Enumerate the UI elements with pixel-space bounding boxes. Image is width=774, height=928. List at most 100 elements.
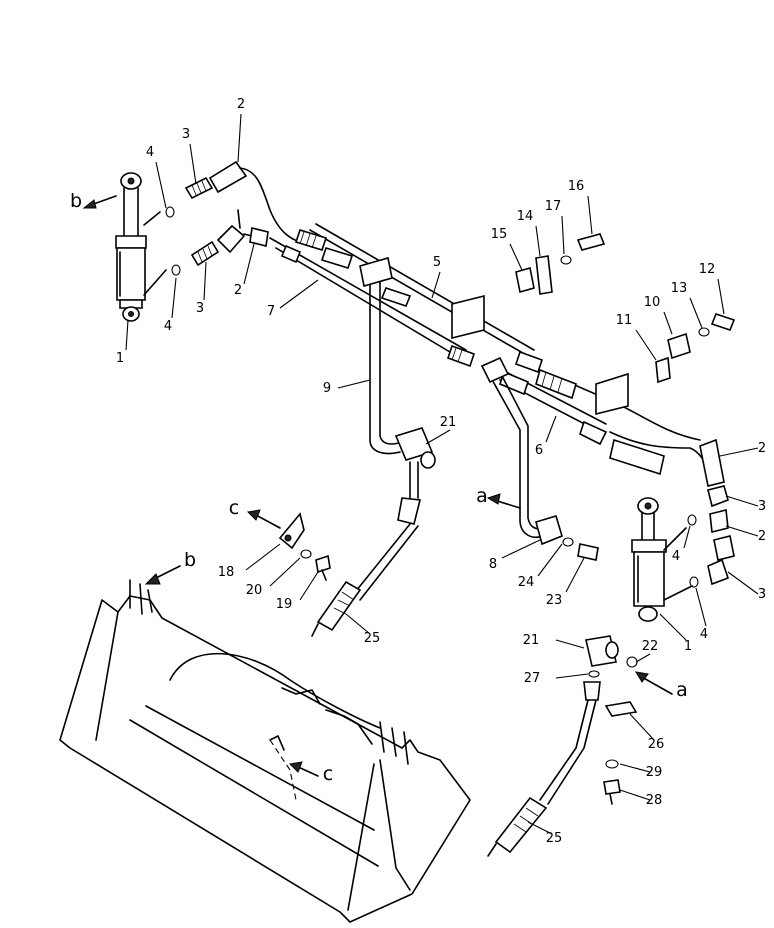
- callout-11: 11: [616, 313, 633, 328]
- callout-8: 8: [489, 557, 497, 572]
- bucket: [59, 579, 471, 923]
- leader-line-26: [629, 713, 655, 741]
- callout-13: 13: [671, 281, 688, 296]
- leader-line-4: [695, 587, 707, 627]
- block-21-lower: [585, 635, 619, 667]
- callout-22: 22: [642, 639, 659, 654]
- bracket-18: [278, 512, 305, 550]
- o-ring-22: [626, 656, 638, 668]
- callout-3: 3: [758, 499, 766, 514]
- leader-line-5: [431, 271, 441, 299]
- leader-line-25: [527, 821, 553, 835]
- arrow-c-lower: [288, 761, 319, 777]
- tube-5: [294, 223, 544, 374]
- leader-line-29: [619, 763, 651, 773]
- leader-line-2: [243, 243, 255, 285]
- leader-line-27: [555, 673, 589, 679]
- clamp-plate-right: [595, 372, 629, 416]
- leader-line-19: [299, 571, 319, 601]
- callout-6: 6: [535, 443, 543, 458]
- leader-line-21: [425, 429, 451, 445]
- callout-1: 1: [684, 639, 692, 654]
- callout-14: 14: [517, 209, 534, 224]
- callout-4: 4: [672, 549, 680, 564]
- clamp-10: [667, 332, 691, 360]
- callout-4: 4: [164, 319, 172, 334]
- arrow-a-lower: [635, 671, 673, 695]
- leader-line-16: [587, 195, 593, 235]
- leader-line-23: [565, 557, 585, 593]
- right-cylinder: [631, 497, 693, 622]
- leader-line-4: [171, 277, 177, 319]
- washer-24: [562, 537, 574, 547]
- leader-line-24: [537, 543, 563, 577]
- leader-lines: [125, 113, 759, 835]
- leader-line-3: [203, 261, 207, 301]
- callout-3: 3: [758, 587, 766, 602]
- view-letter-c: c: [323, 763, 333, 785]
- leader-line-22: [635, 653, 651, 663]
- callout-24: 24: [518, 575, 535, 590]
- callout-29: 29: [646, 765, 663, 780]
- leader-line-12: [717, 278, 725, 315]
- washer-29: [605, 759, 619, 769]
- bolt-19: [315, 554, 331, 581]
- leader-line-15: [509, 243, 523, 271]
- arrow-c-left: [246, 509, 281, 529]
- callout-26: 26: [648, 737, 665, 752]
- o-ring-4b: [171, 264, 181, 276]
- clamp-14: [535, 255, 553, 295]
- callout-9: 9: [323, 381, 331, 396]
- leader-line-1: [659, 613, 687, 641]
- hose-2-lower: [216, 209, 269, 254]
- leader-line-2: [725, 525, 759, 537]
- leader-line-3: [725, 495, 759, 507]
- leader-line-28: [619, 789, 651, 801]
- leader-line-4: [683, 525, 691, 549]
- bolt-16: [576, 233, 606, 251]
- callout-15: 15: [491, 227, 508, 242]
- leader-line-2: [237, 113, 242, 163]
- washer-13: [698, 327, 710, 337]
- callout-4: 4: [700, 627, 708, 642]
- callout-19: 19: [276, 597, 293, 612]
- leader-line-11: [635, 329, 657, 361]
- callout-3: 3: [196, 301, 204, 316]
- leader-line-2: [719, 447, 759, 457]
- callout-25: 25: [364, 631, 381, 646]
- callout-5: 5: [433, 255, 441, 270]
- bolt-28: [603, 779, 621, 805]
- callout-23: 23: [546, 593, 563, 608]
- block-21-upper: [394, 427, 436, 525]
- tube-6: [499, 370, 608, 446]
- hose-2-right: [609, 431, 735, 586]
- o-ring-4d: [689, 576, 699, 588]
- callout-20: 20: [246, 583, 263, 598]
- callout-17: 17: [545, 199, 562, 214]
- callout-21: 21: [440, 415, 457, 430]
- clip-11: [655, 356, 671, 384]
- callout-10: 10: [644, 295, 661, 310]
- callout-25: 25: [546, 831, 563, 846]
- view-letter-b: b: [70, 190, 82, 212]
- callout-18: 18: [218, 565, 235, 580]
- callout-28: 28: [646, 793, 663, 808]
- callout-16: 16: [568, 179, 585, 194]
- leader-line-17: [561, 215, 565, 255]
- washer-17: [560, 255, 572, 265]
- fitting-3-lower: [190, 240, 220, 267]
- fitting-3-upper: [184, 176, 214, 200]
- tube-9: [359, 256, 403, 455]
- leader-line-8: [501, 539, 541, 559]
- leader-line-13: [689, 297, 703, 329]
- leader-line-20: [269, 557, 301, 587]
- leader-line-6: [545, 415, 557, 443]
- callout-1: 1: [116, 351, 124, 366]
- callout-7: 7: [267, 304, 275, 319]
- arrow-b-upper: [82, 195, 117, 209]
- leader-line-14: [535, 225, 541, 257]
- view-letter-b: b: [184, 549, 196, 571]
